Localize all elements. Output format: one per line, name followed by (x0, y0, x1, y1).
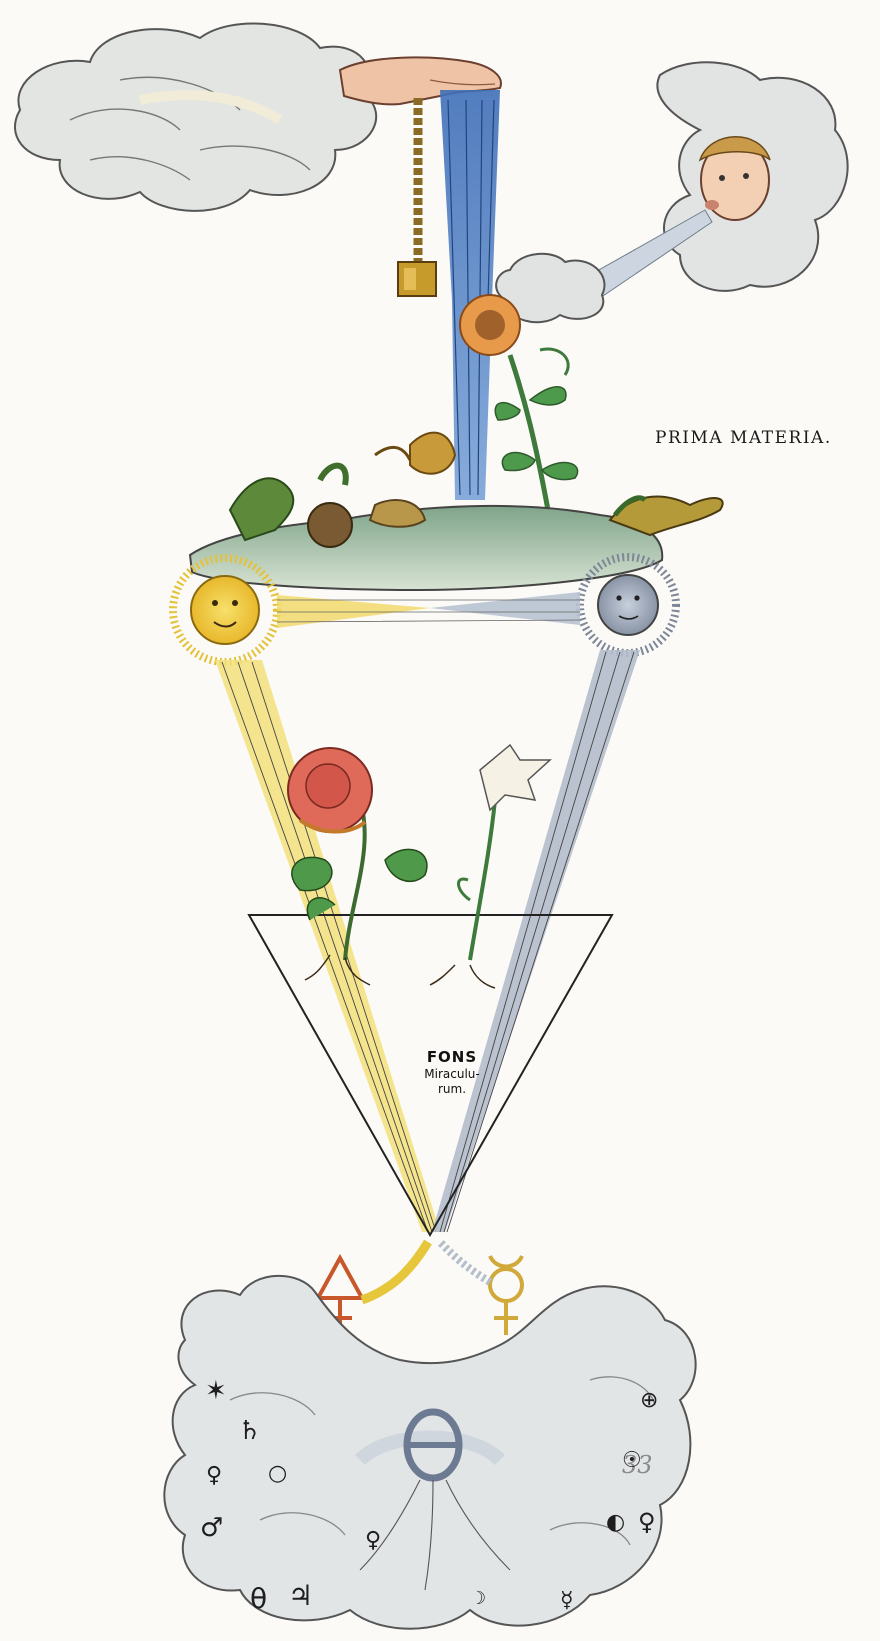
sun-symbol: ☉ (622, 1450, 642, 1472)
inscription-line-2: Miraculu- (396, 1067, 508, 1082)
theta-small-symbol: θ (250, 1585, 267, 1613)
inscription-line-1: FONS (396, 1048, 508, 1067)
star-symbol: ✶ (205, 1378, 227, 1404)
sun-moon-beam (277, 592, 580, 628)
fons-inscription: FONS Miraculu- rum. (396, 1048, 508, 1097)
bottom-cloud (164, 1276, 695, 1629)
circle-symbol: ○ (268, 1463, 287, 1485)
chain-weight-icon (398, 98, 436, 296)
tin-symbol: ♀ (365, 1530, 381, 1552)
mercury-small-symbol: ☿ (560, 1590, 574, 1612)
moon-rays (432, 650, 640, 1232)
mercury-symbol-icon (440, 1242, 522, 1335)
saturn-symbol: ♄ (238, 1418, 261, 1444)
caption-title: PRIMA MATERIA. (655, 428, 832, 448)
crescent-symbol: ☽ (470, 1590, 486, 1608)
mars-symbol: ♂ (200, 1515, 223, 1541)
venus-symbol: ♀ (638, 1510, 656, 1534)
jupiter-symbol: ♃ (288, 1582, 313, 1610)
sun-rays (215, 660, 440, 1232)
top-cloud (15, 23, 376, 210)
wind-cherub-icon (496, 62, 847, 322)
crossed-circle-symbol: ⊕ (640, 1390, 658, 1412)
copper-symbol: ♀ (206, 1465, 222, 1487)
rose-icon (288, 748, 427, 985)
inscription-line-3: rum. (396, 1082, 508, 1097)
moon-circle-symbol: ◐ (606, 1512, 625, 1534)
